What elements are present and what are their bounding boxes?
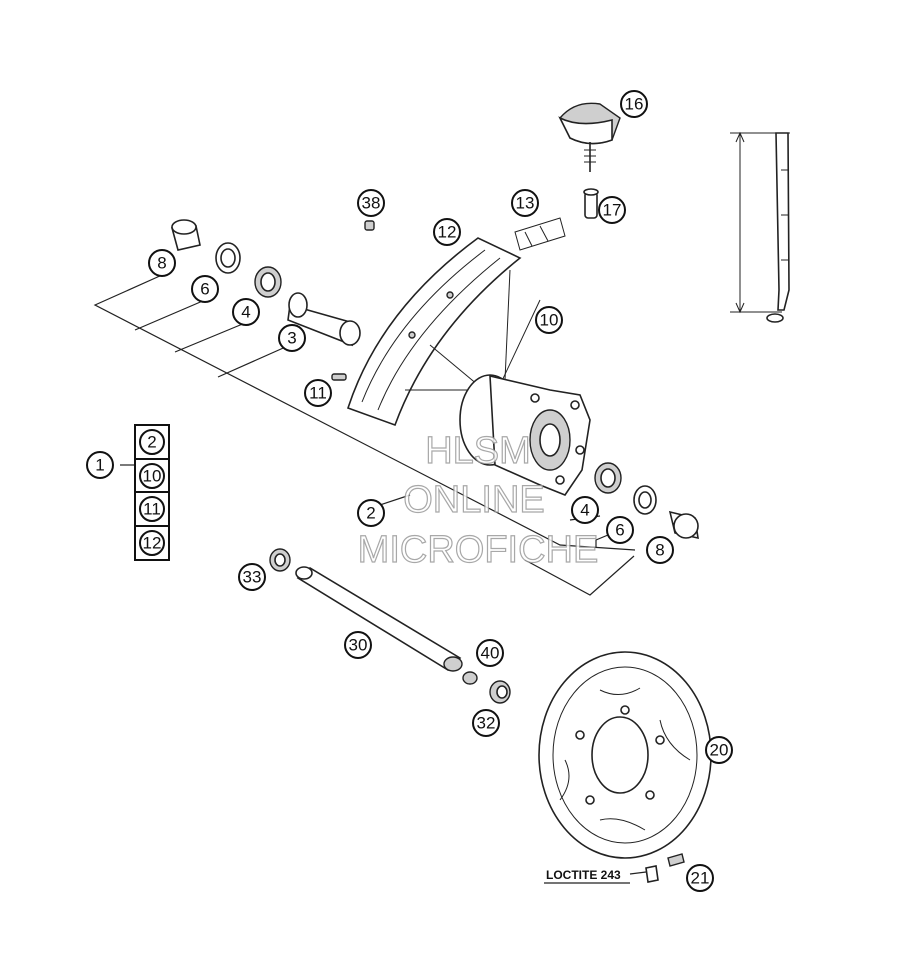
callout-11: 11 bbox=[304, 379, 332, 407]
part-13-drawing bbox=[514, 217, 566, 251]
part-12-rim-drawing bbox=[346, 237, 522, 427]
callout-30: 30 bbox=[344, 631, 372, 659]
part-20-brake-disc-drawing bbox=[538, 651, 712, 859]
left-bearing-stack bbox=[170, 219, 361, 381]
callout-21: 21 bbox=[686, 864, 714, 892]
part-21-drawing bbox=[629, 853, 685, 883]
svg-text:13: 13 bbox=[516, 194, 535, 213]
callout-2: 2 bbox=[357, 499, 385, 527]
callout-16: 16 bbox=[620, 90, 648, 118]
svg-text:2: 2 bbox=[147, 433, 156, 452]
callout-3: 3 bbox=[278, 324, 306, 352]
callout-33: 33 bbox=[238, 563, 266, 591]
svg-text:4: 4 bbox=[580, 501, 589, 520]
svg-text:4: 4 bbox=[241, 303, 250, 322]
svg-text:8: 8 bbox=[157, 254, 166, 273]
svg-text:16: 16 bbox=[625, 95, 644, 114]
part-32-drawing bbox=[489, 680, 511, 704]
callout-8-upper: 8 bbox=[148, 249, 176, 277]
svg-text:10: 10 bbox=[540, 311, 559, 330]
callout-1: 1 bbox=[86, 451, 114, 479]
spoke-dimension-diagram bbox=[730, 131, 790, 323]
callout-10: 10 bbox=[535, 306, 563, 334]
callout-4-lower: 4 bbox=[571, 496, 599, 524]
part-38-drawing bbox=[364, 220, 375, 231]
callout-13: 13 bbox=[511, 189, 539, 217]
right-bearing-stack bbox=[594, 462, 699, 540]
kit-item: 2 bbox=[139, 429, 165, 455]
part-40-drawing bbox=[462, 671, 478, 685]
callout-32: 32 bbox=[472, 709, 500, 737]
part-17-drawing bbox=[583, 188, 599, 219]
callout-40: 40 bbox=[476, 639, 504, 667]
watermark-line-3: MICROFICHE bbox=[358, 529, 599, 571]
svg-text:20: 20 bbox=[710, 741, 729, 760]
part-33-drawing bbox=[269, 548, 291, 572]
svg-text:12: 12 bbox=[143, 534, 162, 553]
callout-4-upper: 4 bbox=[232, 298, 260, 326]
kit-item: 12 bbox=[139, 530, 165, 556]
svg-text:6: 6 bbox=[615, 521, 624, 540]
callout-17: 17 bbox=[598, 196, 626, 224]
kit-box: 2 10 11 12 bbox=[134, 424, 170, 561]
svg-text:11: 11 bbox=[143, 500, 161, 519]
svg-text:10: 10 bbox=[143, 467, 162, 486]
svg-text:1: 1 bbox=[95, 456, 104, 475]
watermark: HLSM ONLINE MICROFICHE bbox=[357, 429, 599, 571]
svg-text:8: 8 bbox=[655, 541, 664, 560]
svg-text:17: 17 bbox=[603, 201, 622, 220]
kit-item: 11 bbox=[139, 496, 165, 522]
svg-text:6: 6 bbox=[200, 280, 209, 299]
kit-item: 10 bbox=[139, 463, 165, 489]
callout-6-lower: 6 bbox=[606, 516, 634, 544]
callout-8-lower: 8 bbox=[646, 536, 674, 564]
svg-text:2: 2 bbox=[366, 504, 375, 523]
callout-12: 12 bbox=[433, 218, 461, 246]
svg-text:33: 33 bbox=[243, 568, 262, 587]
callout-38: 38 bbox=[357, 189, 385, 217]
svg-text:30: 30 bbox=[349, 636, 368, 655]
part-16-drawing bbox=[558, 102, 621, 172]
svg-text:12: 12 bbox=[438, 223, 457, 242]
svg-text:11: 11 bbox=[309, 384, 327, 403]
part-30-axle-drawing bbox=[295, 566, 463, 672]
svg-text:40: 40 bbox=[481, 644, 500, 663]
svg-text:38: 38 bbox=[362, 194, 381, 213]
loctite-note: LOCTITE 243 bbox=[546, 868, 621, 882]
callout-20: 20 bbox=[705, 736, 733, 764]
hub-drawing bbox=[459, 374, 591, 496]
watermark-line-2: ONLINE bbox=[403, 479, 544, 521]
svg-text:32: 32 bbox=[477, 714, 496, 733]
svg-text:21: 21 bbox=[691, 869, 710, 888]
svg-text:3: 3 bbox=[287, 329, 296, 348]
callout-6-upper: 6 bbox=[191, 275, 219, 303]
watermark-line-1: HLSM bbox=[425, 430, 531, 472]
